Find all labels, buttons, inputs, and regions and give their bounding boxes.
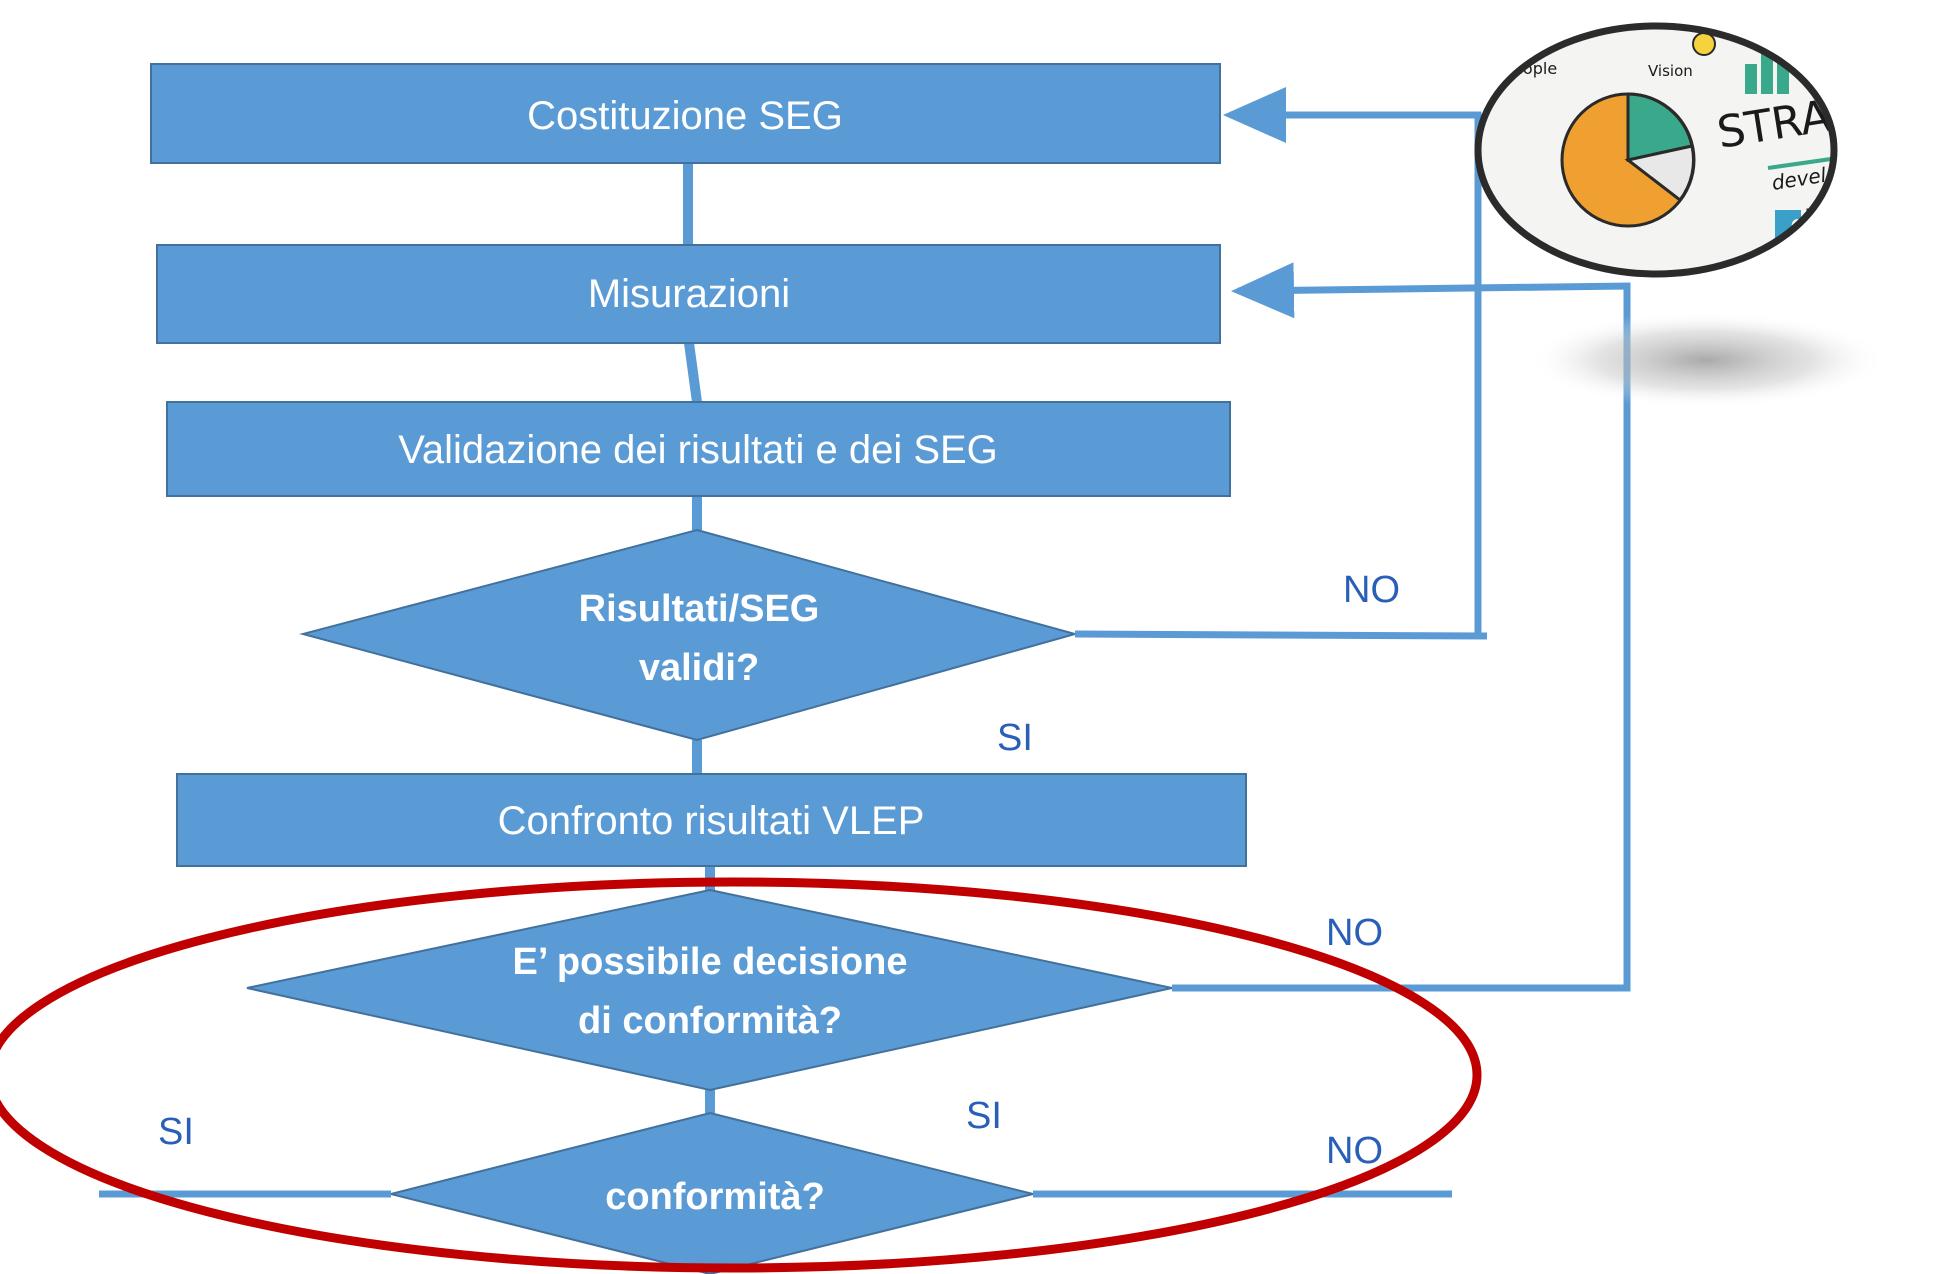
decision-validi: Risultati/SEG validi?: [299, 528, 1079, 742]
box-confronto: Confronto risultati VLEP: [176, 773, 1247, 867]
box-costituzione: Costituzione SEG: [150, 63, 1221, 164]
decision-conformita: conformità?: [390, 1111, 1034, 1274]
loop-no-validi-to-costituzione: [1074, 87, 1488, 640]
bulb-icon: [1692, 32, 1716, 56]
highlight-ring: [0, 877, 1482, 1273]
box-validazione-label: Validazione dei risultati e dei SEG: [398, 428, 998, 472]
label-si-left: SI: [158, 1111, 194, 1153]
logo-shadow: [1526, 312, 1886, 408]
decision-possibile-line1: E’ possibile decisione: [513, 941, 908, 983]
label-si-validi: SI: [997, 717, 1033, 759]
logo-border: [1474, 22, 1838, 278]
label-no-right: NO: [1326, 1130, 1383, 1172]
box-misurazioni: Misurazioni: [156, 244, 1221, 344]
decision-possibile-line2: di conformità?: [578, 1000, 842, 1042]
strategy-logo: People Vision STRATEGY development: [1474, 22, 1886, 408]
bar-chart-icon: [1745, 64, 1757, 94]
box-validazione: Validazione dei risultati e dei SEG: [166, 401, 1231, 497]
decision-validi-line1: Risultati/SEG: [579, 588, 820, 630]
label-si-decisione: SI: [966, 1095, 1002, 1137]
box-confronto-label: Confronto risultati VLEP: [498, 799, 925, 843]
label-no-decisione: NO: [1326, 912, 1383, 954]
decision-conformita-line1: conformità?: [605, 1176, 825, 1218]
box-costituzione-label: Costituzione SEG: [527, 94, 843, 138]
decision-validi-line2: validi?: [639, 647, 759, 689]
label-no-validi: NO: [1343, 569, 1400, 611]
logo-word-vision: Vision: [1648, 62, 1693, 80]
connector-misurazioni-validazione: [684, 342, 702, 403]
decision-conformita-possibile: E’ possibile decisione di conformità?: [246, 888, 1173, 1092]
box-misurazioni-label: Misurazioni: [588, 272, 790, 316]
